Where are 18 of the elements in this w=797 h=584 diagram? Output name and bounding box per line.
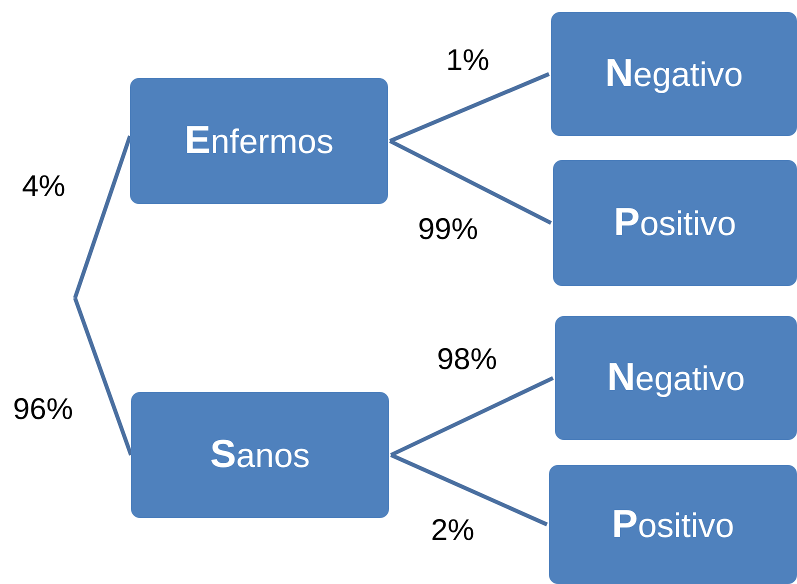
node-label: Positivo	[612, 502, 734, 546]
process-box	[131, 392, 389, 518]
connector-line	[390, 453, 548, 526]
node-label: Negativo	[607, 356, 745, 400]
connector-line	[389, 139, 552, 225]
node-label: Enfermos	[184, 119, 334, 163]
node-label: Negativo	[605, 52, 743, 96]
connector-line	[390, 376, 554, 457]
process-box	[553, 160, 797, 286]
process-box	[549, 465, 797, 584]
connector-line	[73, 297, 133, 456]
process-box	[130, 78, 388, 204]
connector-line	[73, 135, 132, 299]
process-box	[555, 316, 797, 440]
process-box	[551, 12, 797, 136]
node-label: Sanos	[210, 433, 310, 477]
connector-line	[389, 72, 550, 143]
node-label: Positivo	[614, 201, 736, 245]
